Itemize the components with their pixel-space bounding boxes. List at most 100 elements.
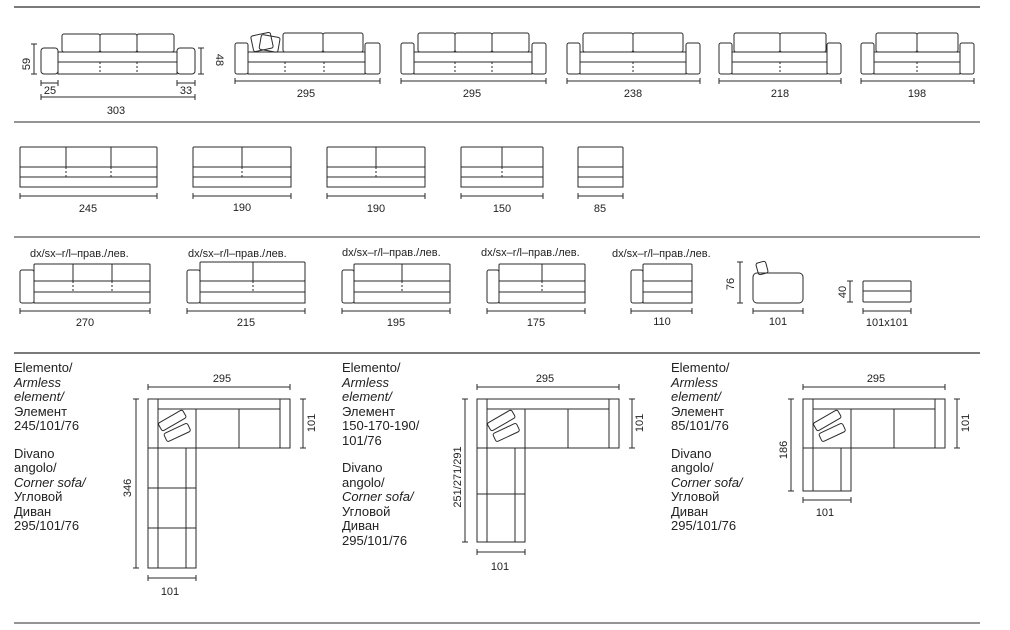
block-2-text: Elemento/ Armless element/ Элемент 150-1… — [342, 360, 419, 548]
dim-w-175: 175 — [527, 317, 545, 329]
armless-245-front-view — [19, 146, 158, 199]
corner-size: 295/101/76 — [342, 532, 408, 548]
element-en: Armless — [342, 374, 389, 390]
corner-ru: Угловой — [671, 489, 720, 504]
pouf-front-view — [847, 280, 912, 314]
dim-w-198: 198 — [908, 88, 926, 100]
corner-it-2: angolo/ — [671, 460, 714, 475]
dim-lines-sofa-303 — [31, 43, 204, 100]
sofa-295-cushions-front-view — [234, 31, 381, 75]
armless-85-front-view — [577, 146, 624, 199]
element-it: Elemento/ — [14, 360, 73, 375]
sofa-198-front-view — [860, 32, 975, 75]
element-en-2: element/ — [14, 389, 64, 404]
plan1-dim-top: 295 — [213, 373, 231, 385]
dim-w-295a: 295 — [297, 88, 315, 100]
element-it: Elemento/ — [342, 360, 401, 375]
element-en: Armless — [14, 374, 61, 390]
corner-plan-2 — [462, 384, 635, 555]
corner-ru: Угловой — [342, 503, 391, 519]
plan2-dim-right: 101 — [634, 414, 646, 432]
corner-it: Divano — [671, 445, 712, 461]
sofa-295-front-view — [400, 32, 547, 75]
dim-w-150: 150 — [493, 203, 511, 215]
dim-w-85: 85 — [594, 203, 606, 215]
plan3-dim-top: 295 — [867, 373, 885, 385]
corner-it-2: angolo/ — [14, 460, 57, 475]
dim-w-245: 245 — [79, 203, 97, 215]
element-ru: Элемент — [342, 403, 396, 419]
side-label-215: dx/sx–r/l–прав./лев. — [188, 248, 287, 260]
armless-190a-front-view — [192, 146, 292, 199]
corner-plan-1 — [133, 384, 306, 581]
dim-h-40: 40 — [837, 286, 849, 298]
element-ru: Элемент — [671, 403, 725, 419]
one-arm-195-front-view — [341, 263, 451, 314]
one-arm-215-front-view — [186, 261, 306, 314]
plan3-dim-bottom: 101 — [816, 507, 834, 519]
corner-ru-2: Диван — [342, 518, 380, 533]
plan2-dim-bottom: 101 — [491, 561, 509, 573]
plan1-dim-bottom: 101 — [161, 586, 179, 598]
corner-it: Divano — [342, 460, 383, 475]
dim-w-101x101: 101x101 — [866, 317, 908, 329]
one-arm-270-front-view — [19, 263, 151, 314]
dim-h-48: 48 — [213, 54, 225, 66]
plan1-dim-right: 101 — [306, 414, 318, 432]
corner-en: Corner sofa/ — [342, 489, 414, 504]
block-1-text: Elemento/ Armless element/ Элемент 245/1… — [14, 360, 86, 534]
dim-w-238: 238 — [624, 88, 642, 100]
element-size-2: 101/76 — [342, 432, 382, 448]
one-arm-110-front-view — [630, 263, 693, 314]
corner-en: Corner sofa/ — [14, 474, 86, 490]
corner-plan-3 — [788, 384, 960, 503]
corner-en: Corner sofa/ — [671, 474, 743, 490]
dim-line-sofa-198 — [860, 78, 975, 84]
dim-w-295b: 295 — [463, 88, 481, 100]
side-label-175: dx/sx–r/l–прав./лев. — [481, 247, 580, 259]
dim-w-110: 110 — [653, 316, 671, 328]
dim-w-190a: 190 — [233, 202, 251, 214]
side-label-195: dx/sx–r/l–прав./лев. — [342, 247, 441, 259]
dim-w-101: 101 — [769, 316, 787, 328]
armless-150-front-view — [460, 146, 544, 199]
side-label-270: dx/sx–r/l–прав./лев. — [30, 248, 129, 260]
corner-size: 295/101/76 — [671, 518, 737, 533]
dim-h-76: 76 — [725, 278, 737, 290]
corner-it: Divano — [14, 445, 55, 461]
element-size: 85/101/76 — [671, 418, 729, 433]
dim-w-270: 270 — [76, 317, 94, 329]
dim-w-190b: 190 — [367, 203, 385, 215]
corner-ru-2: Диван — [671, 503, 709, 519]
element-en-2: element/ — [342, 389, 392, 404]
dim-w-195: 195 — [387, 317, 405, 329]
sofa-238-front-view — [566, 32, 701, 75]
element-en-2: element/ — [671, 389, 721, 404]
sofa-218-front-view — [718, 32, 842, 75]
plan2-dim-left: 251/271/291 — [452, 446, 464, 507]
side-view-element — [737, 260, 804, 314]
corner-size: 295/101/76 — [14, 518, 80, 533]
plan3-dim-right: 101 — [960, 414, 972, 432]
corner-it-2: angolo/ — [342, 474, 385, 490]
element-ru: Элемент — [14, 403, 68, 419]
dim-line-sofa-295a — [234, 78, 381, 84]
plan3-dim-left: 186 — [778, 441, 790, 459]
plan1-dim-left: 346 — [122, 479, 134, 497]
element-it: Elemento/ — [671, 360, 730, 375]
dim-w-303: 303 — [107, 105, 125, 117]
block-3-text: Elemento/ Armless element/ Элемент 85/10… — [671, 360, 743, 534]
armless-190b-front-view — [326, 146, 426, 199]
dim-h-59: 59 — [21, 58, 33, 70]
plan2-dim-top: 295 — [536, 373, 554, 385]
element-en: Armless — [671, 374, 718, 390]
sofa-303-front-view — [40, 33, 196, 75]
dim-line-sofa-295b — [400, 78, 547, 84]
dim-w-33: 33 — [180, 85, 192, 97]
dim-w-215: 215 — [237, 317, 255, 329]
element-size: 245/101/76 — [14, 418, 80, 433]
side-label-110: dx/sx–r/l–прав./лев. — [612, 248, 711, 260]
dim-line-sofa-238 — [566, 78, 701, 84]
corner-ru: Угловой — [14, 489, 63, 504]
